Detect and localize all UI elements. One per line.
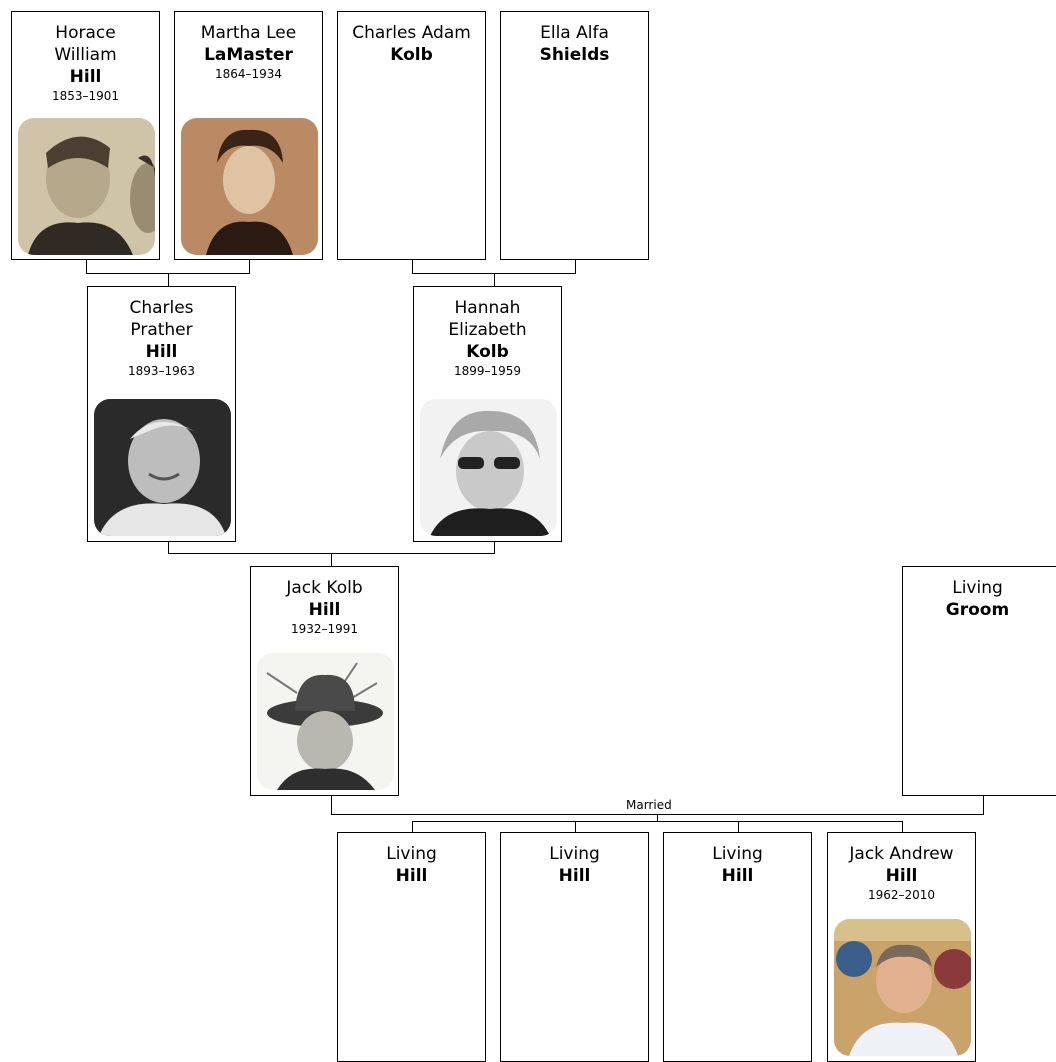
life-years: 1893–1963 [127,364,196,378]
surname: Hill [721,866,754,886]
connector-line [494,273,495,286]
connector-line [902,821,903,832]
connector-line [331,796,332,814]
connector-line [249,260,250,273]
connector-line [575,260,576,273]
surname: Hill [395,866,428,886]
life-years: 1899–1959 [453,364,522,378]
person-card-living-groom[interactable]: Living Groom [902,566,1056,796]
connector-line [494,542,495,553]
connector-line [412,260,413,273]
surname: Kolb [390,45,433,65]
surname: Hill [69,67,102,87]
connector-line [168,542,169,553]
connector-line [331,553,332,566]
person-card-martha-lamaster[interactable]: Martha Lee LaMaster 1864–1934 [174,11,323,260]
portrait-photo [257,653,394,790]
given-name: Jack Andrew [849,844,954,864]
life-years: 1932–1991 [290,622,359,636]
given-name: Living [952,578,1003,598]
life-years: 1962–2010 [867,888,936,902]
connector-line [657,814,658,821]
portrait-photo [94,399,231,536]
surname: Hill [558,866,591,886]
given-name: Ella Alfa [540,23,609,43]
person-card-child-living-hill-1[interactable]: Living Hill [337,832,486,1062]
connector-line [983,796,984,814]
person-card-jack-kolb-hill[interactable]: Jack Kolb Hill 1932–1991 [250,566,399,796]
surname: LaMaster [204,45,293,65]
surname: Hill [145,342,178,362]
surname: Groom [945,600,1010,620]
connector-line [412,821,903,822]
connector-line [168,273,169,286]
person-card-child-living-hill-2[interactable]: Living Hill [500,832,649,1062]
portrait-photo [181,118,318,255]
life-years: 1864–1934 [214,67,283,81]
portrait-photo [834,919,971,1056]
connector-line [412,821,413,832]
surname: Hill [308,600,341,620]
given-name: Living [549,844,600,864]
connector-line [86,260,87,273]
given-name: Jack Kolb [286,578,363,598]
surname: Shields [539,45,610,65]
given-name: Living [712,844,763,864]
person-card-ella-shields[interactable]: Ella Alfa Shields [500,11,649,260]
surname: Kolb [466,342,509,362]
portrait-photo [420,399,557,536]
surname: Hill [885,866,918,886]
portrait-photo [18,118,155,255]
person-card-jack-andrew-hill[interactable]: Jack Andrew Hill 1962–2010 [827,832,976,1062]
given-name: Martha Lee [200,23,297,43]
given-name: Charles Adam [352,23,471,43]
life-years: 1853–1901 [51,89,120,103]
person-card-charles-adam-kolb[interactable]: Charles Adam Kolb [337,11,486,260]
connector-line [575,821,576,832]
person-card-child-living-hill-3[interactable]: Living Hill [663,832,812,1062]
given-name: Living [386,844,437,864]
married-label: Married [626,798,672,812]
connector-line [738,821,739,832]
